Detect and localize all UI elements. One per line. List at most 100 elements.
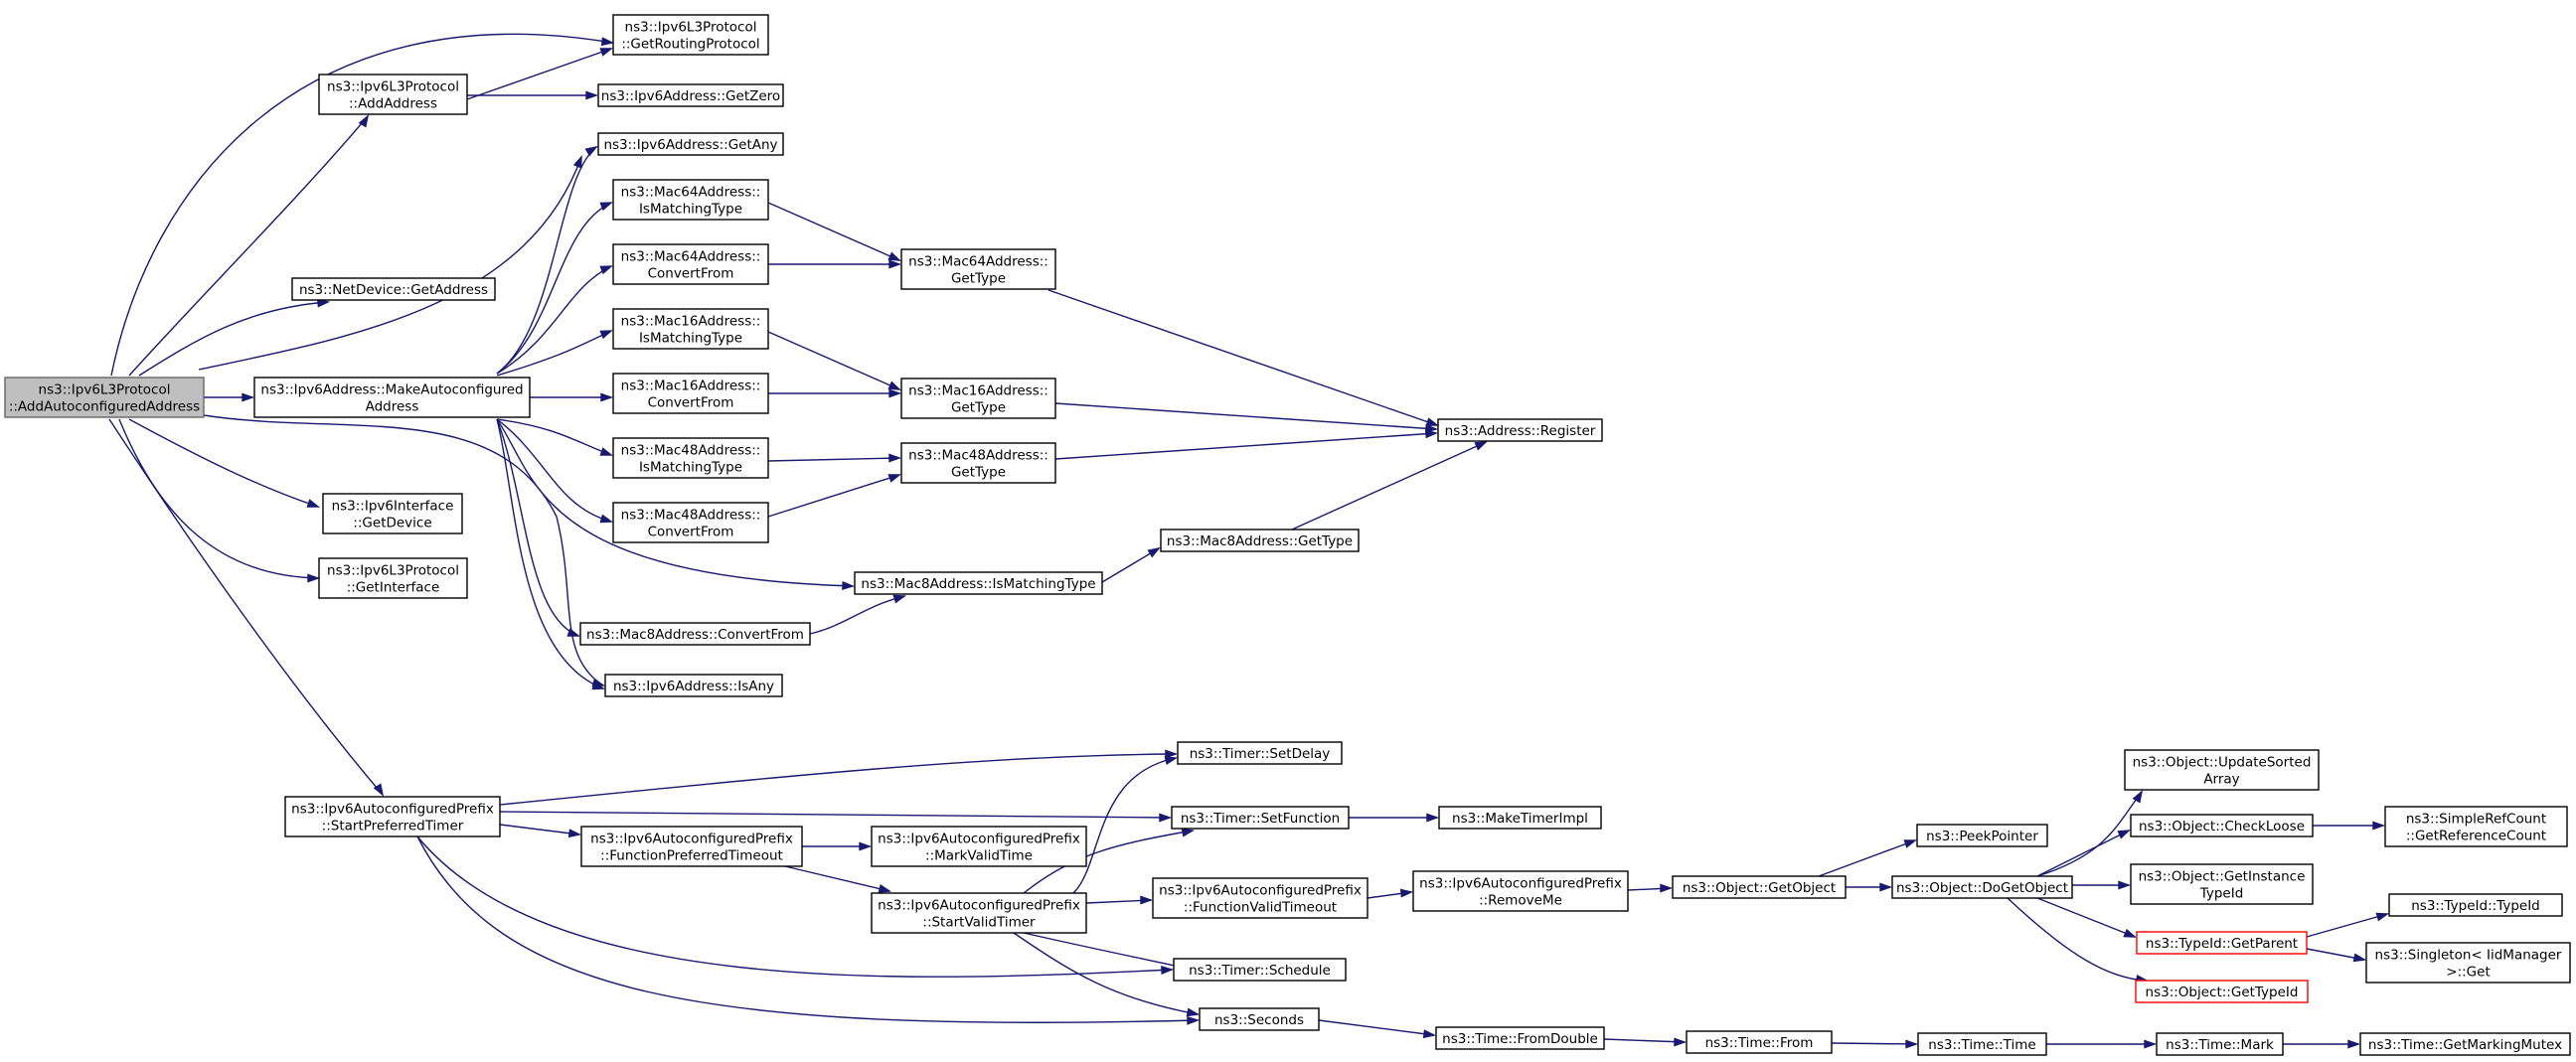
arrowhead-icon (842, 580, 856, 590)
node-box (2124, 749, 2320, 791)
call-edge (1054, 402, 1439, 433)
function-node[interactable]: ns3::Ipv6L3Protocol::GetInterface (318, 557, 468, 599)
node-box (1438, 806, 1602, 830)
function-node[interactable]: ns3::Object::GetTypeId (2135, 980, 2309, 1003)
function-node[interactable]: ns3::NetDevice::GetAddress (291, 277, 496, 301)
function-node[interactable]: ns3::Ipv6AutoconfiguredPrefix::RemoveMe (1412, 870, 1629, 912)
node-label: ns3::Mac64Address:: (908, 254, 1048, 270)
function-node[interactable]: ns3::Time::From (1686, 1030, 1833, 1054)
node-label: ns3::Ipv6L3Protocol (625, 20, 757, 36)
arrowhead-icon (2375, 912, 2390, 922)
function-node[interactable]: ns3::Mac64Address::GetType (900, 248, 1056, 290)
call-edge-line (1013, 932, 1199, 1015)
function-node[interactable]: ns3::Timer::SetFunction (1171, 806, 1350, 830)
function-node[interactable]: ns3::Mac16Address::IsMatchingType (612, 308, 769, 350)
function-node[interactable]: ns3::Object::GetObject (1672, 875, 1847, 899)
call-edge (204, 392, 255, 402)
node-label: ns3::Timer::SetDelay (1190, 746, 1331, 762)
arrowhead-icon (888, 388, 902, 398)
function-node[interactable]: ns3::Ipv6Interface::GetDevice (322, 493, 463, 534)
arrowhead-icon (572, 155, 582, 169)
call-edge (1846, 882, 1893, 892)
function-node[interactable]: ns3::TypeId::TypeId (2388, 893, 2563, 917)
function-node[interactable]: ns3::Ipv6AutoconfiguredPrefix::StartPref… (284, 796, 501, 837)
function-node[interactable]: ns3::Mac16Address::GetType (900, 378, 1056, 419)
call-edge-line (108, 418, 384, 796)
node-label: ns3::TypeId::TypeId (2411, 898, 2540, 914)
function-node[interactable]: ns3::Mac48Address::IsMatchingType (612, 437, 769, 479)
node-label: ns3::Time::FromDouble (1442, 1031, 1598, 1047)
call-edge (496, 330, 613, 377)
node-label: ns3::Mac8Address::GetType (1167, 533, 1353, 549)
call-edge-line (416, 835, 1173, 978)
function-node[interactable]: ns3::Ipv6AutoconfiguredPrefix::FunctionV… (1152, 877, 1368, 919)
function-node[interactable]: ns3::Ipv6L3Protocol::AddAddress (318, 74, 468, 115)
arrowhead-icon (1164, 756, 1179, 765)
call-edge-line (2036, 897, 2136, 938)
node-label: ns3::Ipv6Address::GetZero (601, 88, 780, 104)
call-edge (496, 418, 614, 524)
function-node[interactable]: ns3::Timer::SetDelay (1177, 741, 1343, 765)
function-node[interactable]: ns3::Object::CheckLoose (2130, 814, 2314, 837)
node-label: ns3::Mac16Address:: (621, 379, 761, 394)
call-edge-line (784, 865, 890, 892)
call-edge (530, 392, 614, 402)
function-node[interactable]: ns3::MakeTimerImpl (1438, 806, 1602, 830)
call-edge-line (767, 331, 900, 390)
function-node[interactable]: ns3::Time::GetMarkingMutex (2359, 1032, 2571, 1056)
call-edge (768, 259, 902, 269)
function-node[interactable]: ns3::Mac48Address::ConvertFrom (612, 502, 769, 543)
node-label: ::GetInterface (347, 580, 440, 596)
call-edge (496, 418, 606, 690)
function-node[interactable]: ns3::Mac16Address::ConvertFrom (612, 373, 769, 414)
node-label: ns3::Time::GetMarkingMutex (2368, 1037, 2562, 1053)
function-node[interactable]: ns3::Object::DoGetObject (1891, 875, 2073, 899)
function-node[interactable]: ns3::Ipv6AutoconfiguredPrefix::FunctionP… (580, 826, 803, 867)
node-box (871, 826, 1087, 867)
call-edge-line (2036, 830, 2130, 877)
node-label: ConvertFrom (648, 395, 734, 411)
function-node[interactable]: ns3::Time::FromDouble (1435, 1026, 1605, 1050)
node-label: ns3::TypeId::GetParent (2146, 936, 2298, 952)
node-label: IsMatchingType (639, 202, 742, 218)
function-node[interactable]: ns3::PeekPointer (1916, 824, 2048, 847)
function-node[interactable]: ns3::SimpleRefCount::GetReferenceCount (2384, 806, 2568, 847)
call-edge-line (1054, 402, 1437, 430)
call-edge (496, 265, 613, 375)
function-node[interactable]: ns3::Mac64Address::IsMatchingType (612, 179, 769, 221)
function-node[interactable]: ns3::Ipv6L3Protocol::AddAutoconfiguredAd… (4, 377, 205, 418)
function-node[interactable]: ns3::Seconds (1199, 1007, 1320, 1031)
arrowhead-icon (599, 202, 613, 212)
function-node[interactable]: ns3::Ipv6Address::GetZero (597, 83, 784, 107)
call-edge (108, 418, 385, 797)
node-label: ::StartPreferredTimer (322, 819, 464, 834)
function-node[interactable]: ns3::Time::Time (1917, 1032, 2047, 1056)
function-node[interactable]: ns3::Ipv6Address::IsAny (604, 674, 783, 697)
function-node[interactable]: ns3::Singleton< IidManager>::Get (2365, 942, 2571, 984)
node-box (612, 14, 769, 56)
function-node[interactable]: ns3::Mac8Address::ConvertFrom (579, 622, 811, 646)
function-node[interactable]: ns3::Time::Mark (2156, 1032, 2284, 1056)
function-node[interactable]: ns3::Ipv6L3Protocol::GetRoutingProtocol (612, 14, 769, 56)
function-node[interactable]: ns3::Timer::Schedule (1173, 958, 1347, 982)
function-node[interactable]: ns3::Ipv6Address::MakeAutoconfiguredAddr… (253, 377, 531, 418)
call-edge (1291, 441, 1488, 531)
node-box (1917, 1032, 2047, 1056)
function-node[interactable]: ns3::Mac48Address::GetType (900, 442, 1056, 484)
function-node[interactable]: ns3::Address::Register (1437, 418, 1603, 442)
arrowhead-icon (1905, 1039, 1919, 1049)
function-node[interactable]: ns3::Ipv6AutoconfiguredPrefix::MarkValid… (871, 826, 1087, 867)
arrowhead-icon (2117, 830, 2131, 839)
function-node[interactable]: ns3::TypeId::GetParent (2136, 931, 2308, 955)
function-node[interactable]: ns3::Mac8Address::IsMatchingType (854, 571, 1103, 595)
call-edge (809, 594, 907, 635)
node-label: ::MarkValidTime (925, 848, 1033, 864)
function-node[interactable]: ns3::Ipv6AutoconfiguredPrefix::StartVali… (871, 892, 1087, 934)
function-node[interactable]: ns3::Ipv6Address::GetAny (597, 132, 784, 156)
arrowhead-icon (1147, 546, 1161, 558)
function-node[interactable]: ns3::Mac64Address::ConvertFrom (612, 243, 769, 285)
function-node[interactable]: ns3::Mac8Address::GetType (1160, 529, 1360, 552)
call-edge-line (1818, 839, 1916, 877)
